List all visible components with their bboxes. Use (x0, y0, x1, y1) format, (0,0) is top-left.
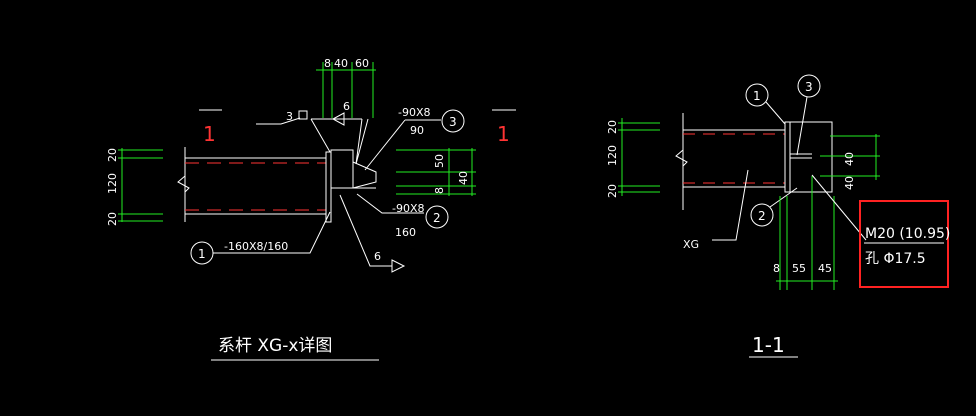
callout-3-number: 3 (449, 115, 457, 129)
stiffener-top-sub: 90 (410, 124, 424, 137)
section-callout-3-leader (796, 96, 808, 156)
bottom-dim-45: 45 (818, 262, 832, 275)
section-mark-left: 1 (203, 122, 216, 146)
section-left-dim-20-top: 20 (606, 120, 619, 134)
weld-leader-v (355, 118, 369, 165)
section-callout-2-number: 2 (758, 209, 766, 223)
bottom-dim-55: 55 (792, 262, 806, 275)
section-callout-1-leader (765, 101, 786, 125)
member-label-leader (712, 169, 749, 241)
bolt-spec: M20 (10.95) (865, 226, 950, 242)
gusset-plate (789, 121, 833, 193)
right-dim-50: 50 (433, 154, 446, 168)
weld-size-top: 6 (343, 100, 350, 113)
bottom-dim-8: 8 (773, 262, 780, 275)
left-dim-20-top: 20 (106, 148, 119, 162)
right-dim-40: 40 (457, 171, 470, 185)
callout-2-circle (425, 205, 449, 229)
stiffener-bottom-sub: 160 (395, 226, 416, 239)
stiffener-bottom-label: -90X8 (392, 202, 425, 215)
right-dim-8: 8 (433, 187, 446, 194)
section-callout-1-circle (745, 83, 769, 107)
top-dim-8: 8 (324, 57, 331, 70)
section-mark-right: 1 (497, 122, 510, 146)
break-symbol (177, 175, 190, 193)
left-detail-view: 1 1 8 40 60 3 6 (106, 57, 516, 361)
hole-spec: 孔 Φ17.5 (865, 251, 926, 267)
section-callout-3-circle (797, 74, 821, 98)
section-left-dim-20-bottom: 20 (606, 184, 619, 198)
callout-2-number: 2 (433, 211, 441, 225)
top-dim-40: 40 (334, 57, 348, 70)
weld-leader-top (256, 117, 301, 125)
weld-size-bottom: 6 (374, 250, 381, 263)
weld-leader-bottom (339, 194, 392, 267)
section-right-dim-40-a: 40 (843, 152, 856, 166)
callout-2-leader (356, 193, 424, 214)
left-dim-20-bottom: 20 (106, 212, 119, 226)
member-break-symbol (675, 149, 688, 167)
left-title: 系杆 XG-x详图 (218, 336, 332, 356)
end-plate-section (784, 121, 791, 193)
bolt-leader (811, 174, 867, 241)
stiffener-top-label: -90X8 (398, 106, 431, 119)
section-callout-2-leader (769, 187, 798, 208)
section-callout-3-number: 3 (805, 80, 813, 94)
section-left-dim-120: 120 (606, 145, 619, 166)
weld-fillet-symbol-bottom (391, 259, 406, 273)
callout-1-leader (213, 211, 331, 254)
weld-note-3: 3 (286, 110, 293, 123)
plate-label: -160X8/160 (224, 240, 288, 253)
weld-arrow-top (310, 118, 331, 153)
stiffener-plate (352, 161, 377, 189)
section-callout-1-number: 1 (753, 89, 761, 103)
end-plate (325, 151, 332, 223)
connection-plate (330, 149, 354, 189)
section-callout-2-circle (750, 203, 774, 227)
member-label: XG (683, 238, 699, 251)
right-section-view: 1 3 2 XG 20 120 20 40 40 8 55 (606, 74, 950, 358)
section-right-dim-40-b: 40 (843, 176, 856, 190)
callout-1-number: 1 (198, 247, 206, 261)
bolt-spec-highlight-box (859, 200, 949, 288)
callout-3-circle (441, 109, 465, 133)
right-title: 1-1 (752, 333, 785, 357)
weld-square-symbol (298, 110, 308, 120)
callout-3-leader (364, 119, 406, 171)
top-dim-60: 60 (355, 57, 369, 70)
left-dim-120: 120 (106, 173, 119, 194)
weld-fillet-symbol-top (331, 112, 345, 126)
